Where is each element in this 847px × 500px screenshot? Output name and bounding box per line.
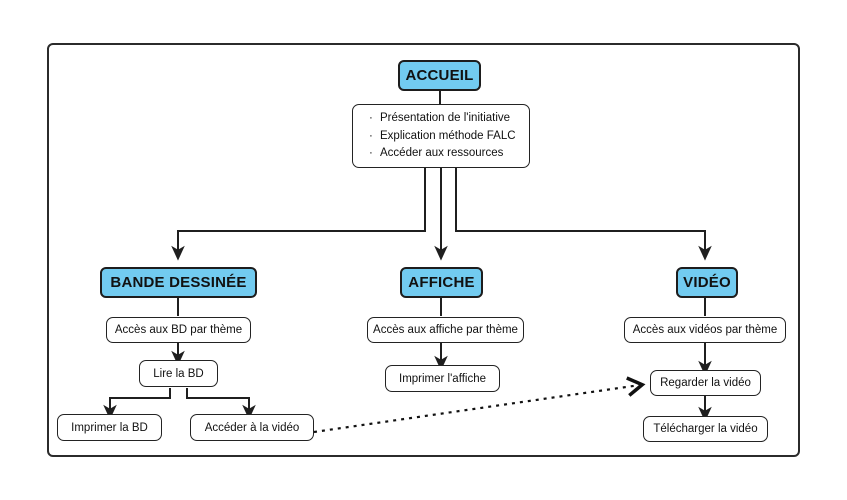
node-intro-bullets: · Présentation de l'initiative · Explica…	[352, 104, 530, 168]
node-bande-dessinee-label: BANDE DESSINÉE	[110, 274, 247, 291]
node-telecharger-la-video[interactable]: Télécharger la vidéo	[643, 416, 768, 442]
bullet-icon: ·	[369, 129, 373, 142]
node-regarder-la-video-label: Regarder la vidéo	[660, 377, 751, 389]
node-video-header[interactable]: VIDÉO	[676, 267, 738, 298]
node-affiche-header[interactable]: AFFICHE	[400, 267, 483, 298]
diagram-frame	[47, 43, 800, 457]
bullet-icon: ·	[369, 147, 373, 160]
node-accueil-label: ACCUEIL	[405, 67, 474, 84]
list-item: · Présentation de l'initiative	[369, 112, 515, 125]
node-acces-bd-theme-label: Accès aux BD par thème	[114, 324, 243, 336]
node-acces-affiche-theme[interactable]: Accès aux affiche par thème	[367, 317, 524, 343]
node-acceder-a-la-video-label: Accéder à la vidéo	[204, 421, 300, 434]
node-accueil[interactable]: ACCUEIL	[398, 60, 481, 91]
node-video-label: VIDÉO	[683, 274, 731, 291]
node-acceder-a-la-video[interactable]: Accéder à la vidéo	[190, 414, 314, 441]
node-acces-videos-theme[interactable]: Accès aux vidéos par thème	[624, 317, 786, 343]
node-regarder-la-video[interactable]: Regarder la vidéo	[650, 370, 761, 396]
list-item-label: Présentation de l'initiative	[380, 112, 511, 125]
node-imprimer-la-bd[interactable]: Imprimer la BD	[57, 414, 162, 441]
node-imprimer-affiche-label: Imprimer l'affiche	[399, 372, 486, 385]
node-imprimer-la-bd-label: Imprimer la BD	[71, 421, 148, 434]
node-affiche-label: AFFICHE	[408, 274, 475, 291]
node-lire-la-bd[interactable]: Lire la BD	[139, 360, 218, 387]
list-item: · Explication méthode FALC	[369, 129, 516, 143]
node-bande-dessinee-header[interactable]: BANDE DESSINÉE	[100, 267, 257, 298]
node-acces-affiche-theme-label: Accès aux affiche par thème	[373, 324, 518, 336]
node-imprimer-affiche[interactable]: Imprimer l'affiche	[385, 365, 500, 392]
node-telecharger-la-video-label: Télécharger la vidéo	[653, 423, 758, 435]
list-item-label: Explication méthode FALC	[380, 129, 516, 142]
list-item: · Accéder aux ressources	[369, 147, 515, 160]
bullet-icon: ·	[369, 112, 373, 125]
node-acces-bd-theme[interactable]: Accès aux BD par thème	[106, 317, 251, 343]
node-lire-la-bd-label: Lire la BD	[153, 367, 204, 380]
list-item-label: Accéder aux ressources	[380, 147, 504, 160]
node-acces-videos-theme-label: Accès aux vidéos par thème	[632, 324, 778, 336]
